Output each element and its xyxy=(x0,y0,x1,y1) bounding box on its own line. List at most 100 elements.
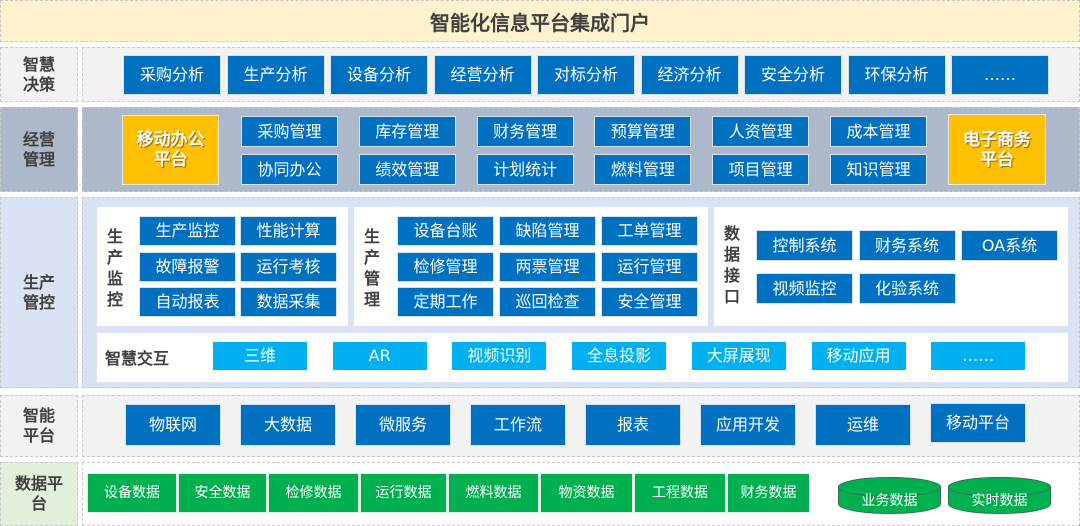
manage-item-label: 工单管理 xyxy=(617,221,682,240)
management-item-label: 项目管理 xyxy=(728,159,793,179)
management-item-label: 绩效管理 xyxy=(375,159,440,179)
management-item[interactable]: 项目管理 xyxy=(712,154,810,185)
platform-item-label: 大数据 xyxy=(263,415,312,434)
decision-item[interactable]: 采购分析 xyxy=(123,55,221,95)
management-item[interactable]: 绩效管理 xyxy=(358,154,456,185)
decision-item-label: …… xyxy=(984,65,1016,84)
data-item[interactable]: 设备数据 xyxy=(87,473,177,513)
data-interface-label-text: 数据接口 xyxy=(723,224,740,306)
database-cylinder[interactable]: 业务数据 xyxy=(838,477,941,514)
platform-item-label: 报表 xyxy=(616,415,649,434)
decision-item-label: 对标分析 xyxy=(553,65,618,84)
decision-item[interactable]: 安全分析 xyxy=(744,55,842,95)
monitor-item[interactable]: 故障报警 xyxy=(139,251,236,282)
platform-item[interactable]: 应用开发 xyxy=(700,404,796,446)
manage-item[interactable]: 定期工作 xyxy=(397,287,494,317)
interface-item-label: 控制系统 xyxy=(772,235,837,255)
decision-item[interactable]: 环保分析 xyxy=(847,55,946,95)
manage-item-label: 缺陷管理 xyxy=(515,221,580,240)
management-item[interactable]: 预算管理 xyxy=(594,116,692,147)
decision-item[interactable]: 设备分析 xyxy=(330,55,428,95)
management-item[interactable]: 知识管理 xyxy=(830,154,927,185)
data-item[interactable]: 安全数据 xyxy=(178,473,267,513)
interaction-item[interactable]: 全息投影 xyxy=(571,341,668,371)
production-monitor-label-text: 生产监控 xyxy=(106,227,123,309)
management-item[interactable]: 采购管理 xyxy=(241,116,338,147)
interface-item[interactable]: 控制系统 xyxy=(756,230,853,261)
row-label-production: 生产 管控 xyxy=(0,197,78,388)
decision-item-label: 环保分析 xyxy=(864,65,929,84)
row-label-management: 经营 管理 xyxy=(0,107,78,192)
platform-item[interactable]: 报表 xyxy=(585,404,681,446)
manage-item-label: 定期工作 xyxy=(413,292,478,311)
management-item[interactable]: 财务管理 xyxy=(476,116,574,147)
ecommerce-platform[interactable]: 电子商务 平台 xyxy=(948,114,1046,185)
manage-item[interactable]: 检修管理 xyxy=(397,251,494,282)
data-item[interactable]: 物资数据 xyxy=(540,473,633,513)
data-item[interactable]: 检修数据 xyxy=(268,473,359,513)
manage-item[interactable]: 设备台账 xyxy=(397,216,494,246)
decision-item-label: 经营分析 xyxy=(450,65,515,84)
platform-item[interactable]: 运维 xyxy=(815,404,911,446)
manage-item[interactable]: 工单管理 xyxy=(601,216,698,246)
interaction-item[interactable]: 三维 xyxy=(212,341,308,371)
decision-item[interactable]: 经济分析 xyxy=(640,55,739,95)
manage-item[interactable]: 两票管理 xyxy=(499,251,596,282)
interaction-item-label: …… xyxy=(962,346,995,365)
decision-item[interactable]: 经营分析 xyxy=(433,55,532,95)
management-item[interactable]: 成本管理 xyxy=(830,116,927,147)
interface-item[interactable]: 财务系统 xyxy=(858,230,956,261)
interaction-item[interactable]: …… xyxy=(930,341,1027,371)
management-item[interactable]: 人资管理 xyxy=(712,116,810,147)
manage-item[interactable]: 运行管理 xyxy=(601,251,698,282)
data-interface-panel xyxy=(714,207,1068,326)
data-item[interactable]: 运行数据 xyxy=(360,473,447,513)
management-item[interactable]: 库存管理 xyxy=(358,116,456,147)
interface-item[interactable]: 化验系统 xyxy=(858,273,956,304)
monitor-item-label: 自动报表 xyxy=(155,292,220,311)
platform-item-label: 运维 xyxy=(846,415,879,434)
interaction-item[interactable]: 大屏展现 xyxy=(690,341,787,371)
interaction-item[interactable]: 移动应用 xyxy=(810,341,907,371)
data-item[interactable]: 财务数据 xyxy=(727,473,810,513)
data-item[interactable]: 工程数据 xyxy=(634,473,726,513)
manage-item[interactable]: 安全管理 xyxy=(601,287,698,317)
monitor-item[interactable]: 运行考核 xyxy=(240,251,337,282)
manage-item-label: 检修管理 xyxy=(413,256,478,276)
interface-item[interactable]: 视频监控 xyxy=(756,273,853,304)
manage-item[interactable]: 巡回检查 xyxy=(499,287,596,317)
production-manage-label: 生产管理 xyxy=(363,226,381,316)
database-cylinder[interactable]: 实时数据 xyxy=(948,477,1051,514)
interface-item[interactable]: OA系统 xyxy=(961,230,1058,261)
platform-item[interactable]: 工作流 xyxy=(470,404,566,446)
decision-item[interactable]: 生产分析 xyxy=(226,55,325,95)
decision-item[interactable]: 对标分析 xyxy=(537,55,635,95)
monitor-item[interactable]: 生产监控 xyxy=(139,216,236,246)
data-item-label: 燃料数据 xyxy=(465,485,522,501)
platform-item[interactable]: 物联网 xyxy=(125,404,221,446)
data-item[interactable]: 燃料数据 xyxy=(448,473,539,513)
decision-item-label: 生产分析 xyxy=(243,65,308,84)
interaction-item[interactable]: AR xyxy=(331,341,428,371)
management-item-label: 人资管理 xyxy=(728,121,793,141)
management-item[interactable]: 协同办公 xyxy=(241,154,338,185)
manage-item[interactable]: 缺陷管理 xyxy=(499,216,596,246)
mobile-office-platform[interactable]: 移动办公 平台 xyxy=(122,115,219,185)
platform-item[interactable]: 移动平台 xyxy=(930,403,1026,443)
platform-item[interactable]: 大数据 xyxy=(240,404,336,446)
management-item-label: 成本管理 xyxy=(846,121,911,141)
decision-item[interactable]: …… xyxy=(951,55,1049,95)
monitor-item-label: 故障报警 xyxy=(155,256,220,276)
management-item[interactable]: 计划统计 xyxy=(476,154,574,185)
management-item[interactable]: 燃料管理 xyxy=(594,154,692,185)
row-panel-management xyxy=(82,107,1080,192)
platform-item[interactable]: 微服务 xyxy=(355,404,451,446)
monitor-item[interactable]: 性能计算 xyxy=(240,216,337,246)
management-item-label: 知识管理 xyxy=(846,159,911,179)
monitor-item[interactable]: 数据采集 xyxy=(240,287,337,317)
platform-item-label: 微服务 xyxy=(378,415,427,434)
interaction-item[interactable]: 视频识别 xyxy=(451,341,548,371)
monitor-item[interactable]: 自动报表 xyxy=(139,287,236,317)
row-label-data: 数据平 台 xyxy=(0,462,78,526)
manage-item-label: 巡回检查 xyxy=(515,292,580,311)
